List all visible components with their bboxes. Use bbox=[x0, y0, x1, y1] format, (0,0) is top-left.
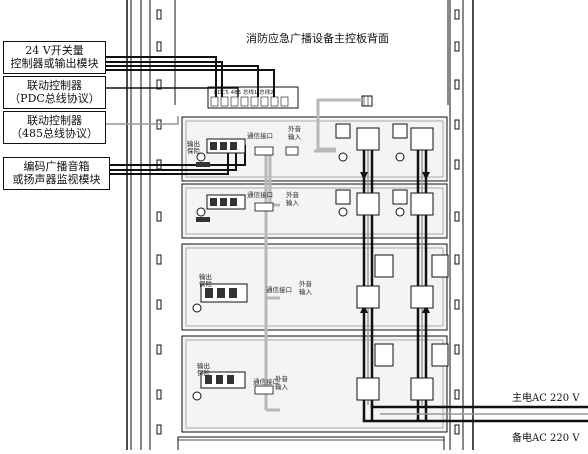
board-components bbox=[192, 123, 449, 401]
comm-port-label-2: 通信接口 bbox=[247, 190, 273, 199]
pdc-controller-label: 联动控制器（PDC总线协议） bbox=[3, 76, 106, 109]
diagram-title: 消防应急广播设备主控板背面 bbox=[246, 32, 389, 45]
out-fuse-label-1a: 输出 bbox=[187, 139, 200, 148]
comm-port-label-1: 通信接口 bbox=[247, 131, 273, 140]
out-fuse-label-4b: 保险 bbox=[197, 368, 211, 377]
top-connector bbox=[361, 95, 373, 107]
rack-holes-right bbox=[454, 9, 460, 435]
ext-audio-label-2a: 外音 bbox=[286, 190, 300, 199]
bus-terminal-strip: PDC5 485 总线1 总线2 bbox=[207, 86, 299, 109]
out-fuse-label-3a: 输出 bbox=[199, 272, 212, 281]
ext-audio-label-1a: 外音 bbox=[288, 124, 302, 133]
terminal-strip-label: PDC5 485 总线1 总线2 bbox=[214, 88, 274, 96]
ext-audio-label-1b: 输入 bbox=[288, 132, 302, 141]
ext-audio-label-4a: 外音 bbox=[275, 374, 289, 383]
relay-controller-label: 24 V开关量控制器或输出模块 bbox=[3, 41, 106, 74]
ext-audio-label-2b: 输入 bbox=[286, 198, 300, 207]
ext-audio-label-3b: 输入 bbox=[299, 287, 313, 296]
board-labels: 通信接口 外音 输入 输出 保险 通信接口 外音 输入 输出 保险 通信接口 外… bbox=[187, 124, 313, 391]
main-power-label: 主电AC 220 V bbox=[512, 393, 580, 404]
comm-port-label-4: 通信接口 bbox=[253, 377, 279, 386]
speaker-monitor-label: 编码广播音箱或扬声器监视模块 bbox=[3, 157, 110, 190]
rs485-controller-label: 联动控制器（485总线协议） bbox=[3, 111, 106, 144]
ext-audio-label-3a: 外音 bbox=[299, 279, 313, 288]
black-bus-wires bbox=[106, 56, 275, 175]
out-fuse-label-4a: 输出 bbox=[197, 361, 210, 370]
comm-port-label-3: 通信接口 bbox=[266, 285, 292, 294]
backup-power-label: 备电AC 220 V bbox=[512, 433, 580, 444]
ext-audio-label-4b: 输入 bbox=[275, 382, 289, 391]
rack-holes-left bbox=[156, 9, 162, 435]
out-fuse-label-1b: 保险 bbox=[187, 146, 201, 155]
out-fuse-label-3b: 保险 bbox=[199, 279, 213, 288]
power-wires bbox=[362, 404, 588, 423]
grey-signal-wires bbox=[264, 98, 362, 412]
